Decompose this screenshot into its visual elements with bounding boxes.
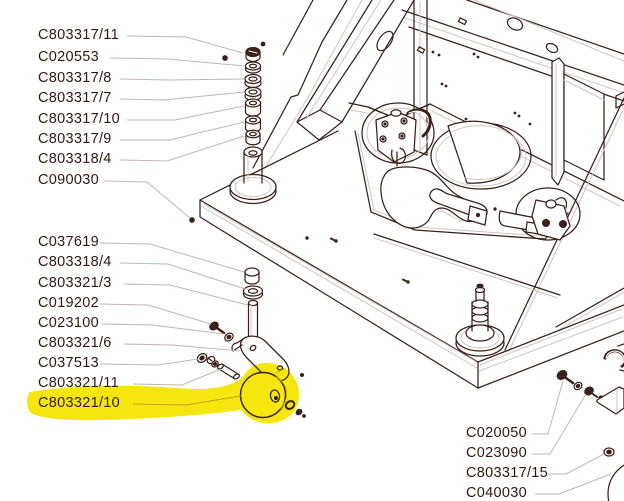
bushing: [206, 355, 219, 368]
washer: [244, 61, 262, 74]
deck: [199, 130, 624, 389]
dowel-pin: [216, 363, 241, 380]
wall-panel: [563, 73, 605, 181]
leader-line: [99, 358, 199, 366]
block-screws: [379, 117, 408, 143]
corner-screw: [189, 217, 195, 223]
wall-oval-hole: [506, 17, 524, 31]
cap-spacer: [244, 267, 260, 285]
part-label: C019202: [38, 294, 99, 311]
part-label: C090030: [38, 171, 99, 188]
corner-bracket: [596, 386, 624, 415]
part-label: C037619: [38, 233, 99, 250]
leader-line: [103, 180, 191, 219]
leader-line: [127, 105, 245, 121]
leader-line: [109, 57, 245, 67]
leader-line: [549, 453, 605, 475]
part-label: C020553: [38, 48, 99, 65]
wall-fin: [551, 57, 565, 186]
highlight-marker: [27, 363, 300, 424]
part-label: C023100: [38, 314, 99, 331]
leader-line: [126, 35, 244, 54]
part-label: C803317/15: [466, 464, 549, 481]
part-label: C020050: [466, 424, 527, 441]
leader-line: [123, 343, 241, 352]
washer: [224, 332, 234, 342]
screw-head: [245, 46, 261, 63]
part-label: C803321/6: [38, 334, 112, 351]
fan-plate: [447, 120, 521, 184]
part-label: C803321/3: [38, 274, 112, 291]
deck-opening: [430, 120, 532, 190]
part-label: C023090: [466, 444, 527, 461]
screw: [295, 408, 306, 418]
right-gripper: [429, 187, 581, 241]
spacer: [244, 98, 262, 117]
pivot-pin: [247, 299, 259, 343]
partial-roller: [607, 464, 624, 501]
spacer: [244, 115, 262, 133]
washer: [573, 381, 583, 391]
leader-line: [119, 78, 245, 81]
screw: [209, 321, 226, 335]
leader-line: [535, 473, 612, 495]
washer: [196, 353, 208, 363]
screw: [584, 386, 598, 398]
kidney-plate: [380, 166, 478, 229]
left-gripper: [361, 102, 435, 167]
leader-line: [132, 368, 222, 386]
tiny-screw: [222, 55, 228, 61]
part-label: C040030: [466, 484, 527, 501]
gripper-block: [531, 199, 571, 241]
part-label: C803321/11: [38, 374, 119, 391]
part-label: C803317/10: [38, 110, 121, 127]
part-label: C803318/4: [38, 253, 112, 270]
washer: [244, 86, 262, 102]
leader-line: [120, 121, 245, 141]
deck-spindle: [455, 283, 505, 357]
leader-line: [123, 283, 249, 306]
part-label: C037513: [38, 354, 99, 371]
part-label: C803317/8: [38, 69, 112, 86]
tiny-screw: [260, 41, 266, 47]
leader-line: [119, 262, 246, 290]
wall-oval-hole: [545, 42, 559, 54]
part-label: C803317/7: [38, 89, 112, 106]
leader-line: [101, 323, 225, 335]
spacer: [245, 129, 261, 146]
leader-line: [532, 393, 587, 455]
washer: [242, 285, 264, 300]
part-label: C803318/4: [38, 150, 112, 167]
part-label: C803317/11: [38, 26, 119, 43]
leader-line: [99, 242, 245, 273]
leader-line: [119, 91, 245, 101]
leader-lines: [99, 35, 612, 495]
hook-lever: [603, 343, 624, 372]
clevis: [391, 147, 407, 167]
leader-line: [119, 135, 245, 162]
left-boss: [229, 146, 277, 205]
frame-beams: [252, 0, 415, 169]
washer: [603, 447, 615, 457]
part-label-highlighted: C803321/10: [38, 394, 121, 411]
exploded-stack: [189, 41, 266, 223]
leader-line: [99, 303, 212, 325]
leader-line: [532, 380, 564, 435]
beam-oval-hole: [376, 30, 394, 52]
deck-screw-dots: [300, 207, 497, 377]
part-label: C803317/9: [38, 130, 112, 147]
machine-line-art: [189, 0, 624, 501]
screw: [556, 370, 575, 385]
fastener-cluster: [556, 343, 624, 501]
